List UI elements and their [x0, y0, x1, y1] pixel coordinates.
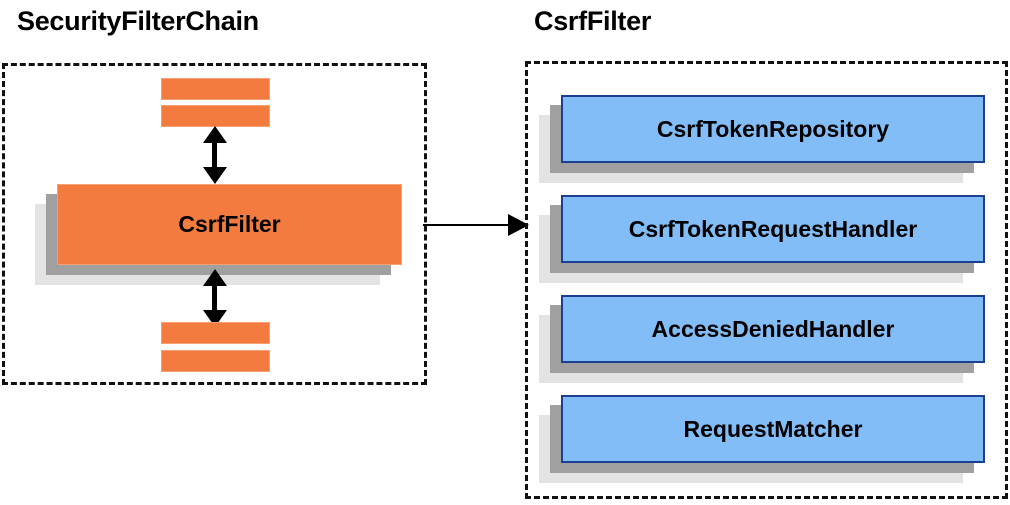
- page-title-security-filter-chain: SecurityFilterChain: [17, 6, 259, 36]
- component-card-label: CsrfTokenRepository: [561, 95, 985, 163]
- component-card-csrf-token-repository[interactable]: CsrfTokenRepository: [539, 95, 985, 183]
- component-card-request-matcher[interactable]: RequestMatcher: [539, 395, 985, 483]
- page-title-csrf-filter: CsrfFilter: [534, 6, 652, 36]
- expansion-arrow-head-icon: [508, 214, 529, 236]
- component-card-label: RequestMatcher: [561, 395, 985, 463]
- component-card-label: CsrfTokenRequestHandler: [561, 195, 985, 263]
- csrf-filter-container: [525, 61, 1008, 499]
- expansion-arrow-shaft: [423, 224, 511, 226]
- arrow-head-up-bottom: [203, 269, 227, 286]
- component-card-label: AccessDeniedHandler: [561, 295, 985, 363]
- csrf-filter-card[interactable]: CsrfFilter: [35, 184, 402, 285]
- filter-stub-top-1: [161, 78, 270, 100]
- component-card-access-denied-handler[interactable]: AccessDeniedHandler: [539, 295, 985, 383]
- arrow-shaft-bottom: [212, 281, 217, 315]
- arrow-shaft-top: [212, 138, 217, 172]
- arrow-head-up-top: [203, 126, 227, 143]
- filter-stub-bottom-2: [161, 350, 270, 372]
- filter-stub-bottom-1: [161, 322, 270, 344]
- component-card-csrf-token-request-handler[interactable]: CsrfTokenRequestHandler: [539, 195, 985, 283]
- filter-stub-top-2: [161, 105, 270, 127]
- arrow-head-down-top: [203, 167, 227, 184]
- csrf-filter-card-label: CsrfFilter: [57, 184, 402, 265]
